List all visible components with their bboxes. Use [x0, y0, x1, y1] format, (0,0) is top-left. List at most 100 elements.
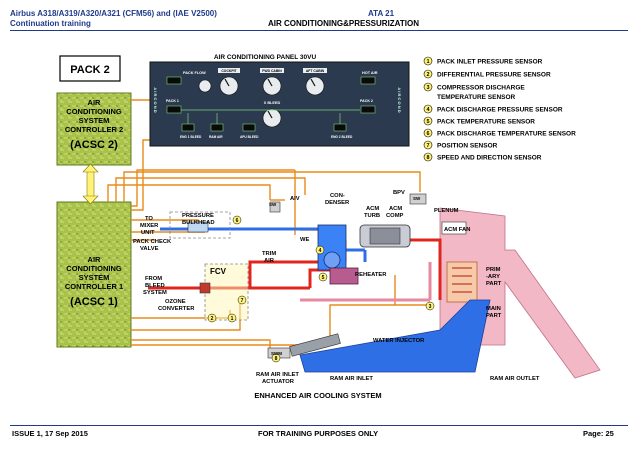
svg-text:5: 5	[322, 275, 325, 281]
svg-text:PART: PART	[486, 281, 502, 287]
svg-text:ACM FAN: ACM FAN	[444, 227, 470, 233]
svg-text:2: 2	[211, 316, 214, 322]
acsc1-line4: CONTROLLER 1	[65, 282, 123, 291]
panel-green-lines	[181, 109, 360, 124]
svg-text:PRESSURE: PRESSURE	[182, 213, 214, 219]
ata-chapter: ATA 21	[368, 9, 395, 18]
acsc2-line2: CONDITIONING	[66, 107, 122, 116]
svg-text:COMP: COMP	[386, 213, 404, 219]
pack-check-valve	[187, 221, 209, 233]
acsc1-line1: AIR	[88, 255, 102, 264]
panel-side-right: A I R C O N D	[397, 87, 402, 112]
ram-air-actuator	[289, 333, 341, 357]
page-number: Page: 25	[583, 429, 614, 438]
svg-text:CON-: CON-	[330, 193, 345, 199]
svg-text:PLENUM: PLENUM	[434, 208, 459, 214]
svg-text:SW: SW	[413, 196, 421, 201]
svg-text:PACK CHECK: PACK CHECK	[133, 239, 172, 245]
svg-text:PACK DISCHARGE PRESSURE SENSOR: PACK DISCHARGE PRESSURE SENSOR	[437, 107, 563, 114]
apu-bleed-pb[interactable]	[242, 123, 256, 132]
reheater	[329, 267, 359, 285]
sensor-markers: 6 7 2 1 4 5 3 8	[207, 215, 435, 363]
svg-text:5: 5	[426, 119, 429, 125]
pack2-box	[59, 55, 121, 82]
panel-side-left: A I R C O N D	[153, 87, 158, 112]
eng2-bleed-pb[interactable]	[333, 123, 347, 132]
svg-text:CONVERTER: CONVERTER	[158, 306, 195, 312]
svg-text:MAIN: MAIN	[486, 306, 501, 312]
sensor-legend: 1 PACK INLET PRESSURE SENSOR 2 DIFFERENT…	[423, 56, 576, 162]
svg-text:POSITION SENSOR: POSITION SENSOR	[437, 143, 498, 150]
bpv-valve	[409, 193, 427, 205]
svg-text:1: 1	[231, 316, 234, 322]
ram-air-pb[interactable]	[210, 123, 224, 132]
legend-item-6: 6 PACK DISCHARGE TEMPERATURE SENSOR	[423, 128, 576, 138]
svg-text:BPV: BPV	[393, 190, 405, 196]
eng2-bleed-label: ENG 2 BLEED	[331, 135, 353, 139]
svg-text:BULKHEAD: BULKHEAD	[182, 220, 215, 226]
svg-text:ACM: ACM	[389, 206, 402, 212]
pack-flow-pb[interactable]	[166, 76, 182, 85]
svg-text:TURB: TURB	[364, 213, 380, 219]
svg-text:RAM AIR INLET: RAM AIR INLET	[330, 376, 373, 382]
section-title: AIR CONDITIONING&PRESSURIZATION	[268, 19, 419, 28]
svg-text:SW: SW	[269, 202, 277, 207]
doc-title: Airbus A318/A319/A320/A321 (CFM56) and (…	[10, 9, 217, 18]
legend-item-7: 7 POSITION SENSOR	[423, 140, 498, 150]
svg-text:SPEED AND DIRECTION SENSOR: SPEED AND DIRECTION SENSOR	[437, 155, 542, 162]
eng1-bleed-label: ENG 1 BLEED	[180, 135, 202, 139]
issue-date: ISSUE 1, 17 Sep 2015	[12, 429, 88, 438]
svg-text:6: 6	[426, 131, 429, 137]
svg-text:WATER INJECTOR: WATER INJECTOR	[373, 338, 425, 344]
warm-air-lines	[300, 262, 432, 302]
svg-text:REHEATER: REHEATER	[355, 272, 387, 278]
svg-text:PACK TEMPERATURE SENSOR: PACK TEMPERATURE SENSOR	[437, 119, 535, 126]
legend-item-4: 4 PACK DISCHARGE PRESSURE SENSOR	[423, 104, 563, 114]
acsc1-line2: CONDITIONING	[66, 264, 122, 273]
svg-text:4: 4	[319, 248, 322, 254]
acsc1-line3: SYSTEM	[79, 273, 110, 282]
hot-bleed-lines	[148, 238, 442, 300]
svg-text:ACM: ACM	[366, 206, 379, 212]
temp-knobs: COCKPIT FWD CABIN AFT CABIN	[198, 68, 327, 128]
legend-item-8: 8 SPEED AND DIRECTION SENSOR	[423, 152, 542, 162]
water-extractor	[323, 251, 341, 269]
svg-text:COMPRESSOR DISCHARGE: COMPRESSOR DISCHARGE	[437, 85, 525, 92]
knob-aft-label: AFT CABIN	[306, 69, 325, 73]
svg-text:PACK DISCHARGE TEMPERATURE SEN: PACK DISCHARGE TEMPERATURE SENSOR	[437, 131, 576, 138]
svg-text:RAM AIR INLET: RAM AIR INLET	[256, 372, 299, 378]
apu-bleed-label: APU BLEED	[240, 135, 259, 139]
diagram-labels: TO MIXER UNIT PRESSURE BULKHEAD PACK CHE…	[133, 190, 540, 385]
svg-text:3: 3	[429, 304, 432, 310]
pack1-label: PACK 1	[166, 99, 179, 103]
acsc-link-arrow	[82, 163, 99, 205]
hot-air-pb[interactable]	[360, 76, 376, 85]
svg-text:FROM: FROM	[145, 276, 162, 282]
ozone-converter	[199, 282, 211, 294]
svg-text:8: 8	[426, 155, 429, 161]
svg-text:AIV: AIV	[290, 196, 300, 202]
legend-item-5: 5 PACK TEMPERATURE SENSOR	[423, 116, 535, 126]
svg-text:1: 1	[426, 59, 429, 65]
legend-item-2: 2 DIFFERENTIAL PRESSURE SENSOR	[423, 69, 551, 79]
svg-text:VALVE: VALVE	[140, 246, 159, 252]
header-rule	[10, 30, 628, 31]
pack2-pb[interactable]	[360, 105, 376, 114]
svg-text:PACK INLET PRESSURE SENSOR: PACK INLET PRESSURE SENSOR	[437, 59, 543, 66]
pack1-pb[interactable]	[166, 105, 182, 114]
diagram-caption: ENHANCED AIR COOLING SYSTEM	[254, 391, 381, 400]
svg-text:PART: PART	[486, 313, 502, 319]
acsc2-tag: (ACSC 2)	[70, 139, 118, 151]
aiv-valve	[269, 201, 281, 213]
svg-text:TEMPERATURE SENSOR: TEMPERATURE SENSOR	[437, 94, 516, 101]
svg-text:7: 7	[241, 298, 244, 304]
svg-text:ACTUATOR: ACTUATOR	[262, 379, 295, 385]
knob-cockpit-label: COCKPIT	[221, 69, 237, 73]
legend-item-3: 3 COMPRESSOR DISCHARGE TEMPERATURE SENSO…	[423, 82, 525, 101]
pack-flow-knob[interactable]	[198, 79, 212, 93]
acm-fan	[441, 221, 467, 235]
doc-subtitle: Continuation training	[10, 19, 91, 28]
acsc2-line1: AIR	[88, 98, 102, 107]
eng1-bleed-pb[interactable]	[181, 123, 195, 132]
